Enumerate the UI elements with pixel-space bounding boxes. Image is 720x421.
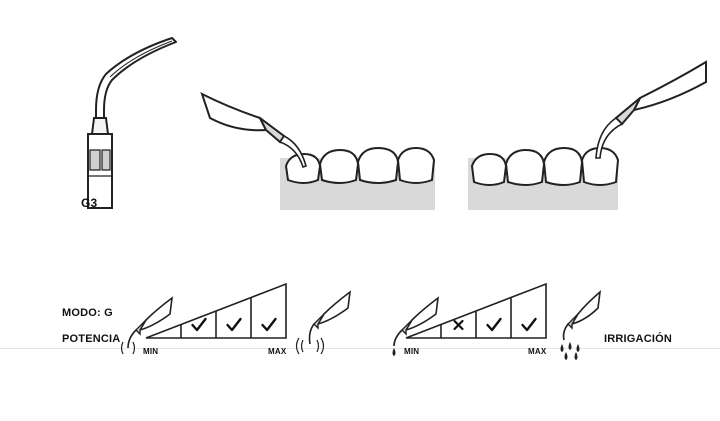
irrigation-check-icon <box>486 317 502 332</box>
irrigation-check-icon <box>521 317 537 332</box>
power-gauge <box>145 282 287 339</box>
irrigation-min-label: MIN <box>404 347 420 356</box>
left-handpiece <box>200 92 268 132</box>
tip-insert <box>95 37 177 119</box>
power-label: POTENCIA <box>62 333 121 345</box>
irrigation-label: IRRIGACIÓN <box>604 333 672 345</box>
vibration-wave-icon <box>120 341 124 355</box>
power-min-handpiece-icon <box>120 296 174 355</box>
mode-label: MODO: G <box>62 307 113 319</box>
power-max-label: MAX <box>268 347 287 356</box>
irrigation-max-handpiece-icon <box>560 290 602 360</box>
tip-code: G3 <box>81 196 98 210</box>
right-teeth <box>470 146 620 186</box>
tip-illustration <box>87 37 177 209</box>
power-check-icon <box>191 317 207 332</box>
irrigation-cross-icon <box>453 319 464 331</box>
power-max-handpiece-icon <box>295 290 352 355</box>
power-check-icon <box>226 317 242 332</box>
power-min-label: MIN <box>143 347 159 356</box>
irrigation-gauge <box>405 282 547 339</box>
water-drop-icon <box>392 348 396 356</box>
left-mouth-illustration <box>200 92 436 210</box>
right-insert <box>595 116 624 159</box>
left-insert <box>278 134 307 169</box>
left-teeth <box>284 146 436 184</box>
right-handpiece <box>632 60 707 112</box>
right-mouth-illustration <box>468 60 707 210</box>
footer-band <box>0 348 720 421</box>
irrigation-min-handpiece-icon <box>392 296 440 356</box>
power-check-icon <box>261 317 277 332</box>
tip-neck <box>90 117 110 135</box>
irrigation-max-label: MAX <box>528 347 547 356</box>
